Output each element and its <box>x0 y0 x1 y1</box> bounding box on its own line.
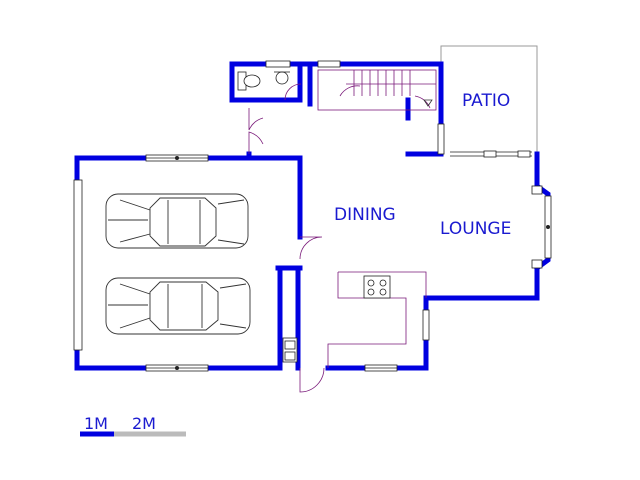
scale-label-2m: 2M <box>132 414 156 433</box>
stairs <box>317 69 437 111</box>
doors <box>248 83 325 393</box>
kitchen-counter <box>282 271 427 368</box>
window-patio <box>437 123 445 155</box>
room-label-patio: PATIO <box>462 91 510 111</box>
garage-door <box>73 179 83 351</box>
window-wc <box>265 60 291 68</box>
window-bay-corner-top <box>531 185 543 195</box>
car-top <box>105 193 249 249</box>
window-lounge-side <box>422 309 430 341</box>
scale-bar: 1M 2M <box>80 414 186 437</box>
room-label-lounge: LOUNGE <box>440 219 511 239</box>
room-label-dining: DINING <box>334 205 396 225</box>
window-stairs <box>317 60 341 68</box>
windows <box>73 60 552 372</box>
car-bottom <box>105 277 251 335</box>
window-bay-corner-bottom <box>531 259 543 269</box>
patio-outline <box>440 45 538 154</box>
scale-label-1m: 1M <box>84 414 108 433</box>
wc-fixtures <box>237 71 290 91</box>
stove-icon <box>363 275 391 299</box>
